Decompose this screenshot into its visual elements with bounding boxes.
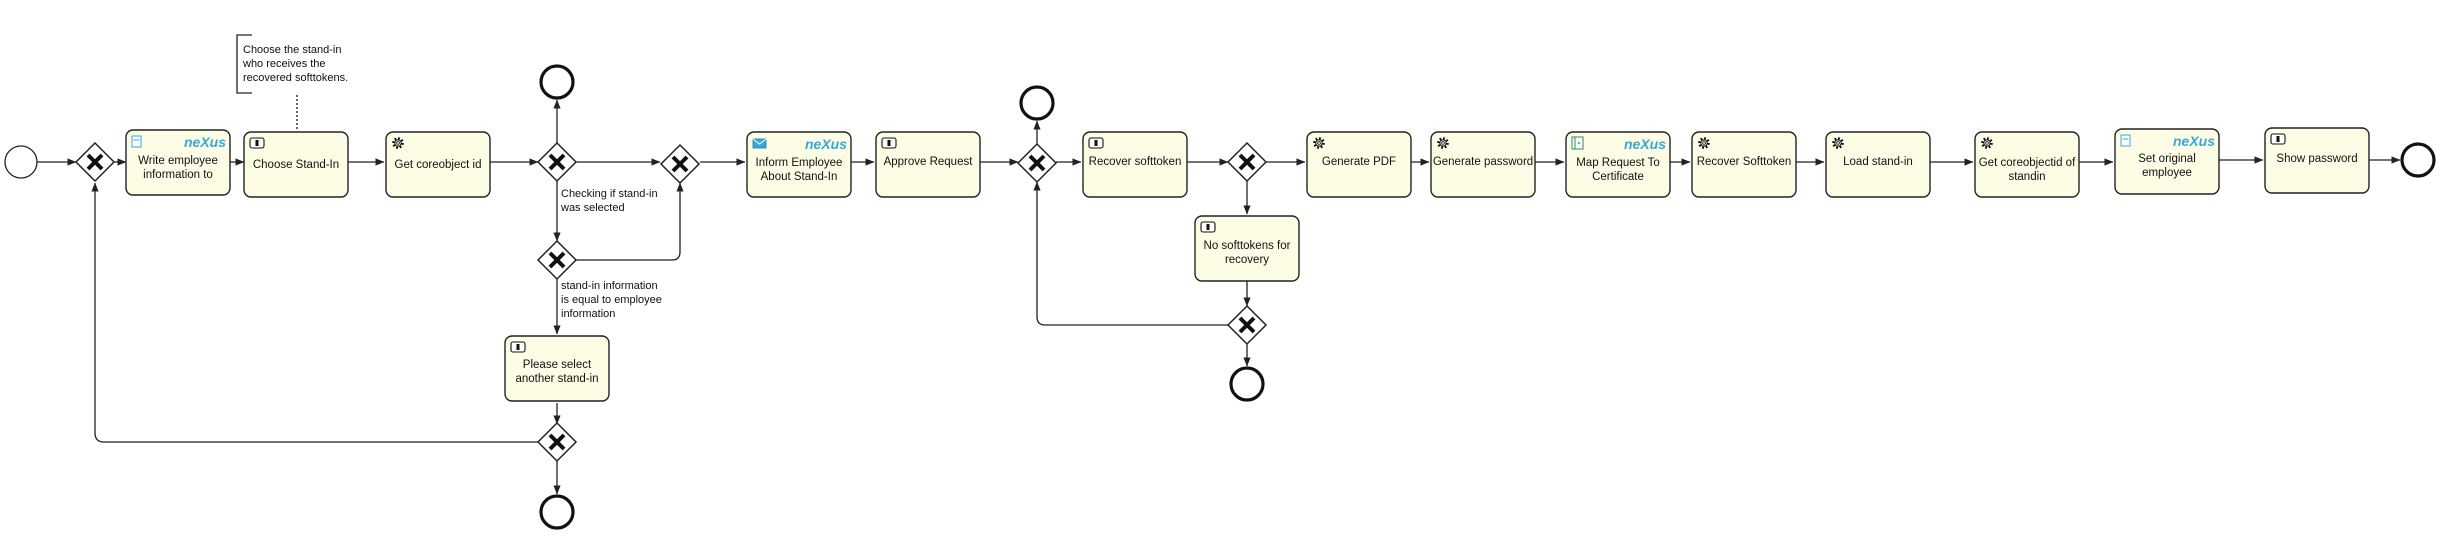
- exclusive-gateway-1[interactable]: [74, 141, 116, 183]
- task-label-line-1: No softtokens for: [1204, 240, 1291, 252]
- task-set-original-employee[interactable]: neXus Set original employee: [2114, 128, 2220, 195]
- task-show-password[interactable]: Show password: [2264, 127, 2370, 194]
- flow-gw4-gw3[interactable]: [576, 182, 684, 261]
- task-label: Generate PDF: [1322, 156, 1396, 168]
- task-label-line-2: recovery: [1225, 254, 1269, 266]
- exclusive-gateway-7[interactable]: [1226, 141, 1268, 183]
- exclusive-gateway-4[interactable]: [536, 239, 578, 281]
- annotation-line-3: recovered softtokens.: [243, 72, 348, 84]
- end-event-2[interactable]: [539, 494, 575, 530]
- task-recover-softtoken-service[interactable]: Recover Softtoken: [1691, 131, 1797, 198]
- task-generate-pdf[interactable]: Generate PDF: [1306, 131, 1412, 198]
- task-label: Recover Softtoken: [1697, 156, 1792, 168]
- nexus-logo: neXus: [805, 136, 847, 152]
- task-label-line-1: Inform Employee: [756, 157, 843, 169]
- condition-line-2: is equal to employee: [561, 294, 662, 306]
- gear-icon: [1698, 137, 1710, 149]
- user-task-icon: [510, 341, 526, 353]
- task-inform-employee[interactable]: neXus Inform Employee About Stand-In: [746, 131, 852, 198]
- task-load-stand-in[interactable]: Load stand-in: [1825, 131, 1931, 198]
- task-map-request[interactable]: neXus Map Request To Certificate: [1565, 131, 1671, 198]
- user-task-icon: [1200, 221, 1216, 233]
- nexus-logo: neXus: [184, 134, 226, 150]
- task-label-line-2: standin: [2008, 171, 2045, 183]
- task-label-line-2: another stand-in: [515, 373, 598, 385]
- task-label: Choose Stand-In: [253, 159, 339, 171]
- task-label-line-2: employee: [2142, 167, 2192, 179]
- task-label-line-2: information to: [143, 169, 213, 181]
- form-icon: [2120, 134, 2131, 147]
- exclusive-gateway-6[interactable]: [1016, 142, 1058, 184]
- task-label-line-1: Set original: [2138, 153, 2196, 165]
- task-label: Load stand-in: [1843, 156, 1913, 168]
- task-choose-stand-in[interactable]: Choose Stand-In: [243, 131, 349, 198]
- task-label: Approve Request: [884, 156, 974, 168]
- condition-line-1: stand-in information: [561, 280, 658, 292]
- sequence-flows: [37, 99, 2401, 495]
- nexus-logo: neXus: [2173, 133, 2215, 149]
- task-label: Recover softtoken: [1089, 156, 1182, 168]
- task-approve-request[interactable]: Approve Request: [875, 131, 981, 198]
- condition-line-1: Checking if stand-in: [561, 188, 658, 200]
- task-label-line-2: Certificate: [1592, 171, 1644, 183]
- end-event-1[interactable]: [539, 64, 575, 100]
- task-no-softtokens[interactable]: No softtokens for recovery: [1194, 215, 1300, 282]
- mail-icon: [752, 138, 767, 149]
- task-please-select-another[interactable]: Please select another stand-in: [504, 335, 610, 402]
- text-annotation[interactable]: Choose the stand-in who receives the rec…: [236, 34, 348, 131]
- form-icon: [131, 135, 142, 148]
- condition-line-2: was selected: [560, 202, 625, 214]
- task-recover-softtoken[interactable]: Recover softtoken: [1082, 131, 1188, 198]
- task-label: Get coreobject id: [395, 159, 482, 171]
- condition-label-standin-selected: Checking if stand-in was selected: [560, 188, 658, 214]
- task-generate-password[interactable]: Generate password: [1430, 131, 1536, 198]
- annotation-line-2: who receives the: [242, 58, 326, 70]
- end-event-4[interactable]: [1229, 366, 1265, 402]
- user-task-icon: [881, 137, 897, 149]
- flow-gw5-gw1-loop[interactable]: [91, 182, 538, 443]
- user-task-icon: [249, 137, 265, 149]
- annotation-bracket: [236, 34, 252, 94]
- exclusive-gateway-5[interactable]: [536, 421, 578, 463]
- task-label-line-1: Map Request To: [1576, 157, 1660, 169]
- exclusive-gateway-2[interactable]: [536, 141, 578, 183]
- gear-icon: [1437, 137, 1449, 149]
- gear-icon: [1313, 137, 1325, 149]
- start-event[interactable]: [4, 145, 38, 179]
- exclusive-gateway-3[interactable]: [659, 143, 701, 185]
- task-label-line-1: Please select: [523, 359, 592, 371]
- task-label: Generate password: [1433, 156, 1533, 168]
- gear-icon: [1832, 137, 1844, 149]
- task-label-line-2: About Stand-In: [761, 171, 838, 183]
- task-get-coreobjectid-standin[interactable]: Get coreobjectid of standin: [1974, 131, 2080, 198]
- condition-line-3: information: [561, 308, 615, 320]
- task-get-coreobject-id[interactable]: Get coreobject id: [385, 131, 491, 198]
- annotation-line-1: Choose the stand-in: [243, 44, 341, 56]
- task-label-line-1: Get coreobjectid of: [1979, 157, 2076, 169]
- end-event-3[interactable]: [1019, 85, 1055, 121]
- task-label-line-1: Write employee: [138, 155, 218, 167]
- gear-icon: [1981, 137, 1993, 149]
- user-task-icon: [1088, 137, 1104, 149]
- task-label: Show password: [2276, 153, 2357, 165]
- task-write-employee-info[interactable]: neXus Write employee information to: [125, 129, 231, 196]
- flow-gw8-gw6-loop[interactable]: [1033, 181, 1228, 326]
- exclusive-gateway-8[interactable]: [1226, 304, 1268, 346]
- user-task-icon: [2270, 133, 2286, 145]
- certificate-icon: [1571, 136, 1584, 150]
- condition-label-standin-equal: stand-in information is equal to employe…: [561, 280, 662, 320]
- nexus-logo: neXus: [1624, 136, 1666, 152]
- gear-icon: [392, 137, 404, 149]
- end-event-5[interactable]: [2400, 142, 2436, 178]
